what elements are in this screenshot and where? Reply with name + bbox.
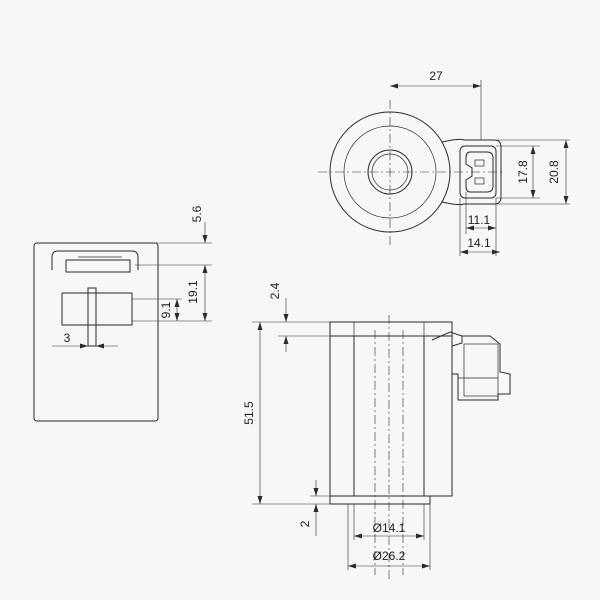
dim-17-8-arrow-top [530, 146, 536, 154]
front-coil-body [329, 335, 453, 497]
side-connector-body [61, 292, 133, 326]
dim-19-1-label: 19.1 [186, 280, 200, 304]
dim-5-6-arrow-top [202, 235, 208, 243]
front-connector [431, 331, 511, 401]
dim-2-arrow-top [313, 488, 319, 496]
dim-14-1-arrow-right [492, 249, 500, 255]
dim-14-1-arrow-left [460, 249, 468, 255]
dim-d14-1-label: Ø14.1 [373, 521, 406, 535]
side-connector-pin [87, 287, 97, 347]
side-view-outline [33, 242, 159, 422]
dim-14-1-label: 14.1 [467, 236, 491, 250]
dim-d14-1-arrow-left [354, 533, 362, 539]
dim-20-8-arrow-top [563, 140, 569, 148]
dim-17-8-arrow-bottom [530, 190, 536, 198]
dim-2-4-label: 2.4 [268, 282, 282, 299]
front-view: 2.4 51.5 2 Ø14.1 Ø26.2 [242, 282, 511, 580]
dim-3-label: 3 [64, 331, 71, 345]
dim-51-5-arrow-top [257, 322, 263, 330]
connector-socket [465, 151, 494, 193]
dim-19-1-arrow-top [202, 265, 208, 273]
dim-27-arrow-left [390, 83, 398, 89]
dim-51-5-label: 51.5 [242, 401, 256, 425]
dim-5-6-label: 5.6 [190, 205, 204, 222]
dim-51-5-arrow-bottom [257, 496, 263, 504]
connector-housing [441, 138, 502, 206]
front-top-flange [329, 321, 453, 337]
side-connector-flange [65, 259, 131, 273]
dim-2-arrow-bottom [313, 504, 319, 512]
dim-27-label: 27 [429, 69, 443, 83]
dim-d26-2-arrow-right [422, 563, 430, 569]
dim-20-8-label: 20.8 [547, 160, 561, 184]
dim-3-arrow-right [96, 343, 104, 349]
connector-pin-bottom [474, 177, 485, 185]
dim-2-4-arrow-top [283, 314, 289, 322]
dim-20-8-arrow-bottom [563, 196, 569, 204]
dim-2-4-arrow-bottom [283, 336, 289, 344]
dim-11-1-arrow-left [466, 225, 474, 231]
dim-27-arrow-right [473, 83, 481, 89]
dim-17-8-label: 17.8 [516, 160, 530, 184]
dim-2-label: 2 [298, 520, 312, 527]
dim-19-1-arrow-bottom [202, 313, 208, 321]
dim-3-arrow-left [80, 343, 88, 349]
connector-frame [459, 145, 497, 199]
dim-9-1-arrow-top [174, 299, 180, 307]
dim-d26-2-arrow-left [348, 563, 356, 569]
dim-d26-2-label: Ø26.2 [373, 549, 406, 563]
dim-9-1-label: 9.1 [159, 301, 173, 318]
connector-pin-top [474, 159, 485, 167]
front-bottom-flange [329, 495, 431, 505]
side-view: 5.6 19.1 9.1 3 [33, 205, 212, 422]
top-view: 27 17.8 20.8 11.1 14.1 [318, 69, 570, 256]
dim-11-1-arrow-right [488, 225, 496, 231]
side-connector-cap [51, 250, 139, 270]
dim-9-1-arrow-bottom [174, 313, 180, 321]
front-connector-plug [463, 343, 499, 397]
dim-d14-1-arrow-right [416, 533, 424, 539]
dim-11-1-label: 11.1 [468, 213, 491, 227]
